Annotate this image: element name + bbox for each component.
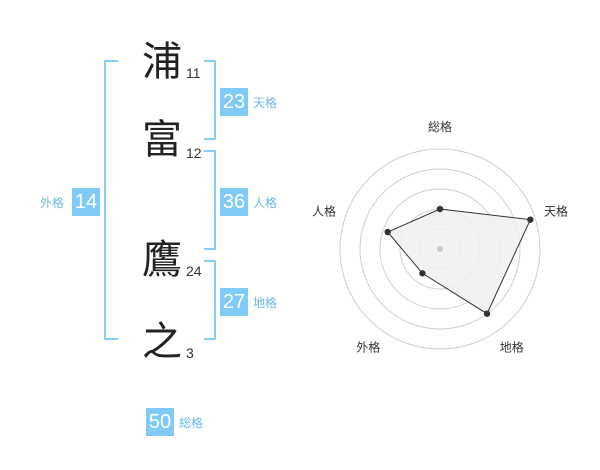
soukaku-value: 50 bbox=[146, 408, 174, 436]
jinkaku-label: 人格 bbox=[253, 196, 278, 210]
radar-point-5 bbox=[384, 228, 391, 236]
name-char-2: 富 bbox=[142, 117, 182, 163]
soukaku-label: 総格 bbox=[179, 416, 204, 430]
radar-ring-5 bbox=[339, 148, 541, 350]
gaikaku-value: 14 bbox=[72, 188, 100, 216]
radar-point-3 bbox=[483, 310, 491, 317]
radar-point-4 bbox=[419, 270, 426, 277]
tenkaku-label: 天格 bbox=[253, 96, 278, 110]
name-char-4: 之 bbox=[142, 319, 182, 365]
radar-point-1 bbox=[436, 205, 444, 213]
jinkaku-value: 36 bbox=[220, 188, 248, 216]
gaikaku-bracket bbox=[104, 60, 118, 340]
radar-axis-label-4: 外格 bbox=[356, 340, 380, 355]
radar-axis-label-5: 人格 bbox=[312, 203, 336, 218]
chikaku-value: 27 bbox=[220, 288, 248, 316]
radar-axis-label-1: 総格 bbox=[428, 119, 452, 134]
jinkaku-bracket bbox=[204, 150, 216, 250]
stroke-count-3: 24 bbox=[186, 263, 202, 279]
name-char-1: 浦 bbox=[142, 39, 182, 85]
radar-area bbox=[386, 208, 532, 315]
stroke-count-1: 11 bbox=[186, 65, 201, 81]
radar-axis-label-2: 天格 bbox=[544, 203, 568, 218]
stroke-count-4: 3 bbox=[186, 345, 194, 361]
chikaku-bracket bbox=[204, 260, 216, 340]
radar-center bbox=[437, 246, 443, 252]
radar-axis-label-3: 地格 bbox=[500, 340, 524, 355]
gaikaku-label: 外格 bbox=[40, 196, 65, 210]
radar-point-2 bbox=[527, 216, 534, 223]
stroke-count-2: 12 bbox=[186, 145, 202, 161]
tenkaku-value: 23 bbox=[220, 88, 248, 116]
chikaku-label: 地格 bbox=[253, 296, 278, 310]
name-char-3: 鷹 bbox=[142, 237, 182, 283]
tenkaku-bracket bbox=[204, 60, 216, 140]
radar-ring-4 bbox=[359, 168, 521, 330]
